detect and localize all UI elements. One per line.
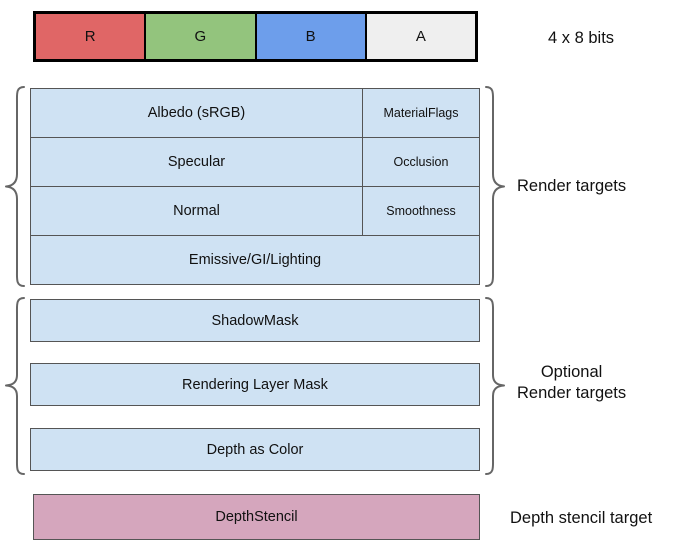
brace-left-optional-render-targets [4, 297, 26, 475]
render-target-emissive-gi-lighting: Emissive/GI/Lighting [188, 252, 322, 268]
render-target-materialflags: MaterialFlags [383, 106, 459, 120]
channel-bar-side-label: 4 x 8 bits [548, 29, 615, 47]
render-target-specular: Specular [31, 138, 363, 186]
render-target-smoothness: Smoothness [386, 204, 456, 218]
brace-left-render-targets [4, 86, 26, 287]
depth-stencil-side-label: Depth stencil target [510, 509, 653, 527]
optional-target-shadowmask: ShadowMask [30, 299, 480, 342]
channel-cell-b: B [256, 14, 367, 59]
channel-bar: R G B A [33, 11, 478, 62]
channel-cell-a: A [366, 14, 475, 59]
render-target-row: Specular Occlusion [31, 138, 479, 187]
brace-right-render-targets [484, 86, 506, 287]
optional-target-depth-as-color: Depth as Color [30, 428, 480, 471]
render-target-albedo: Albedo (sRGB) [31, 89, 363, 137]
render-target-row: Albedo (sRGB) MaterialFlags [31, 89, 479, 138]
render-target-occlusion: Occlusion [393, 155, 449, 169]
render-target-row: Emissive/GI/Lighting [31, 236, 479, 284]
optional-render-targets-side-label: Optional Render targets [517, 363, 627, 403]
brace-right-optional-render-targets [484, 297, 506, 475]
channel-cell-r: R [36, 14, 147, 59]
render-target-row: Normal Smoothness [31, 187, 479, 236]
optional-target-rendering-layer-mask: Rendering Layer Mask [30, 363, 480, 406]
render-targets-side-label: Render targets [517, 177, 627, 195]
depth-stencil-box: DepthStencil [33, 494, 480, 540]
render-targets-grid: Albedo (sRGB) MaterialFlags Specular Occ… [30, 88, 480, 285]
channel-cell-g: G [146, 14, 257, 59]
render-target-normal: Normal [31, 187, 363, 235]
